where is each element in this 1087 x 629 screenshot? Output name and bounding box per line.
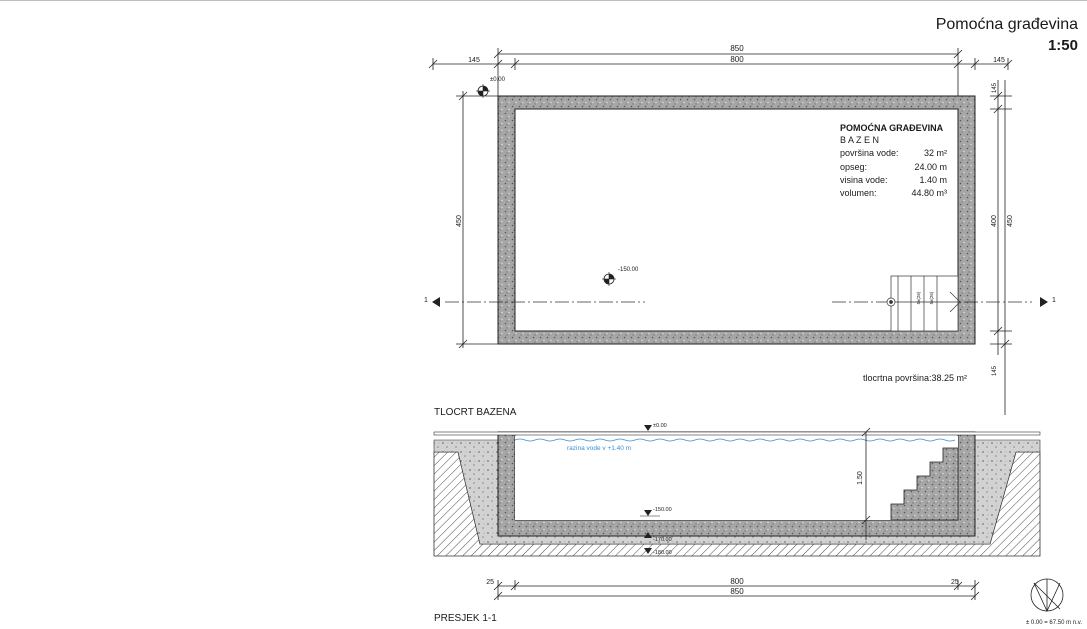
plan-right-dimensions (990, 80, 1012, 415)
dim-right-bottom: 145 (992, 365, 998, 376)
level-triangle-sub2-icon (644, 548, 652, 554)
info-row-value: 32 m² (924, 148, 947, 158)
section-level-sub2: -180.00 (653, 550, 672, 556)
floor-area-label: tlocrtna površina:38.25 m² (863, 373, 967, 383)
info-row-label: opseg: (840, 162, 867, 172)
section-paving (433, 431, 1041, 436)
section-bottom-dimensions (493, 580, 980, 601)
section-level-top: ±0.00 (653, 423, 667, 429)
section-arrow-right-icon (1040, 297, 1048, 307)
section-height-label: 1.50 (857, 471, 864, 485)
elevation-note: ± 0.00 = 67.50 m n.v. (1026, 620, 1082, 626)
level-triangle-sub1-icon (644, 532, 652, 538)
section-mark-right: 1 (1052, 297, 1056, 304)
info-row-label: volumen: (840, 188, 877, 198)
plan-level-bottom: -150.00 (618, 267, 639, 273)
section-level-floor: -150.00 (653, 507, 672, 513)
dim-top-inner: 800 (730, 55, 744, 64)
sheet-title: Pomoćna građevina (936, 16, 1078, 33)
level-triangle-top-icon (644, 425, 652, 431)
level-marker-top-icon (476, 84, 490, 98)
sheet-top-border (0, 0, 1087, 1)
dim-right-outer: 400 (991, 215, 998, 227)
info-row-value: 24.00 m (914, 162, 947, 172)
dim-right-top: 145 (992, 82, 998, 93)
plan-top-dimensions (428, 48, 1013, 98)
dim-bottom-right: 25 (951, 579, 959, 586)
section-level-sub1: -170.00 (653, 537, 672, 543)
dim-top-left: 145 (468, 57, 480, 64)
dim-bottom-outer: 850 (730, 587, 744, 596)
section-arrow-left-icon (432, 297, 440, 307)
info-heading: POMOĆNA GRAĐEVINA (840, 122, 944, 133)
info-row-label: visina vode: (840, 175, 888, 185)
info-row-label: površina vode: (840, 148, 899, 158)
dim-bottom-left: 25 (486, 579, 494, 586)
level-triangle-floor-icon (644, 510, 652, 516)
section-title: PRESJEK 1-1 (434, 613, 497, 624)
plan-level-top: ±0.00 (490, 77, 506, 83)
stair-label-2: 5x(26) (929, 291, 934, 304)
level-marker-bottom-icon (602, 272, 616, 286)
section-height-dimension (861, 427, 871, 540)
water-surface-line (514, 438, 956, 442)
stairs-section (890, 447, 959, 521)
stair-label-1: 5x(26) (916, 291, 921, 304)
info-row-value: 1.40 m (919, 175, 947, 185)
stairs-plan (886, 275, 961, 332)
info-row-value: 44.80 m³ (911, 188, 947, 198)
section-water-body (515, 436, 958, 520)
dim-right-inner: 450 (1007, 215, 1014, 227)
dim-top-right: 145 (993, 57, 1005, 64)
north-arrow-icon (1030, 578, 1064, 612)
dim-left-height: 450 (456, 215, 463, 227)
section-mark-left: 1 (424, 297, 428, 304)
dim-top-outer: 850 (730, 44, 744, 53)
info-subheading: B A Z E N (840, 135, 879, 145)
sheet-scale: 1:50 (1048, 37, 1078, 54)
pool-info-box: POMOĆNA GRAĐEVINA B A Z E N površina vod… (840, 122, 947, 198)
dim-bottom-inner: 800 (730, 577, 744, 586)
plan-title: TLOCRT BAZENA (434, 407, 517, 418)
water-level-label: razina vode v +1.40 m (567, 445, 631, 452)
plan-left-dimension (456, 91, 500, 349)
